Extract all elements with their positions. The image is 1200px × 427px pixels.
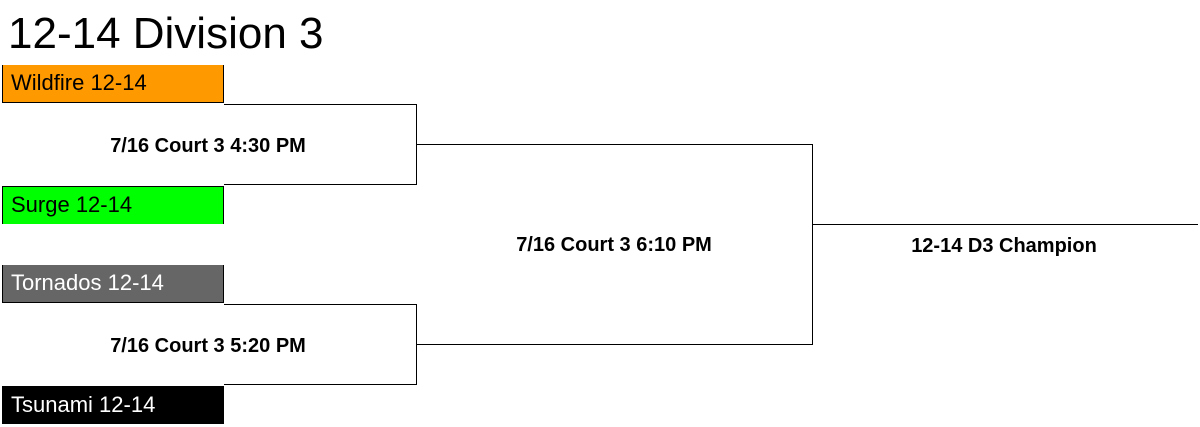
bracket-line — [224, 184, 417, 185]
champion-label: 12-14 D3 Champion — [911, 235, 1097, 257]
bracket-line — [416, 344, 813, 345]
bracket-line — [812, 144, 813, 345]
team-surge: Surge 12-14 — [2, 186, 224, 224]
semifinal-1-label: 7/16 Court 3 4:30 PM — [110, 135, 306, 157]
team-tsunami: Tsunami 12-14 — [2, 386, 224, 424]
team-wildfire: Wildfire 12-14 — [2, 65, 224, 103]
semifinal-2-label: 7/16 Court 3 5:20 PM — [110, 335, 306, 357]
bracket-line — [224, 304, 417, 305]
bracket-line — [224, 104, 417, 105]
final-label: 7/16 Court 3 6:10 PM — [516, 234, 712, 256]
bracket-title: 12-14 Division 3 — [8, 9, 324, 58]
bracket-line — [224, 384, 417, 385]
champion-line — [812, 224, 1198, 225]
team-tornados: Tornados 12-14 — [2, 265, 224, 303]
bracket-line — [416, 144, 813, 145]
